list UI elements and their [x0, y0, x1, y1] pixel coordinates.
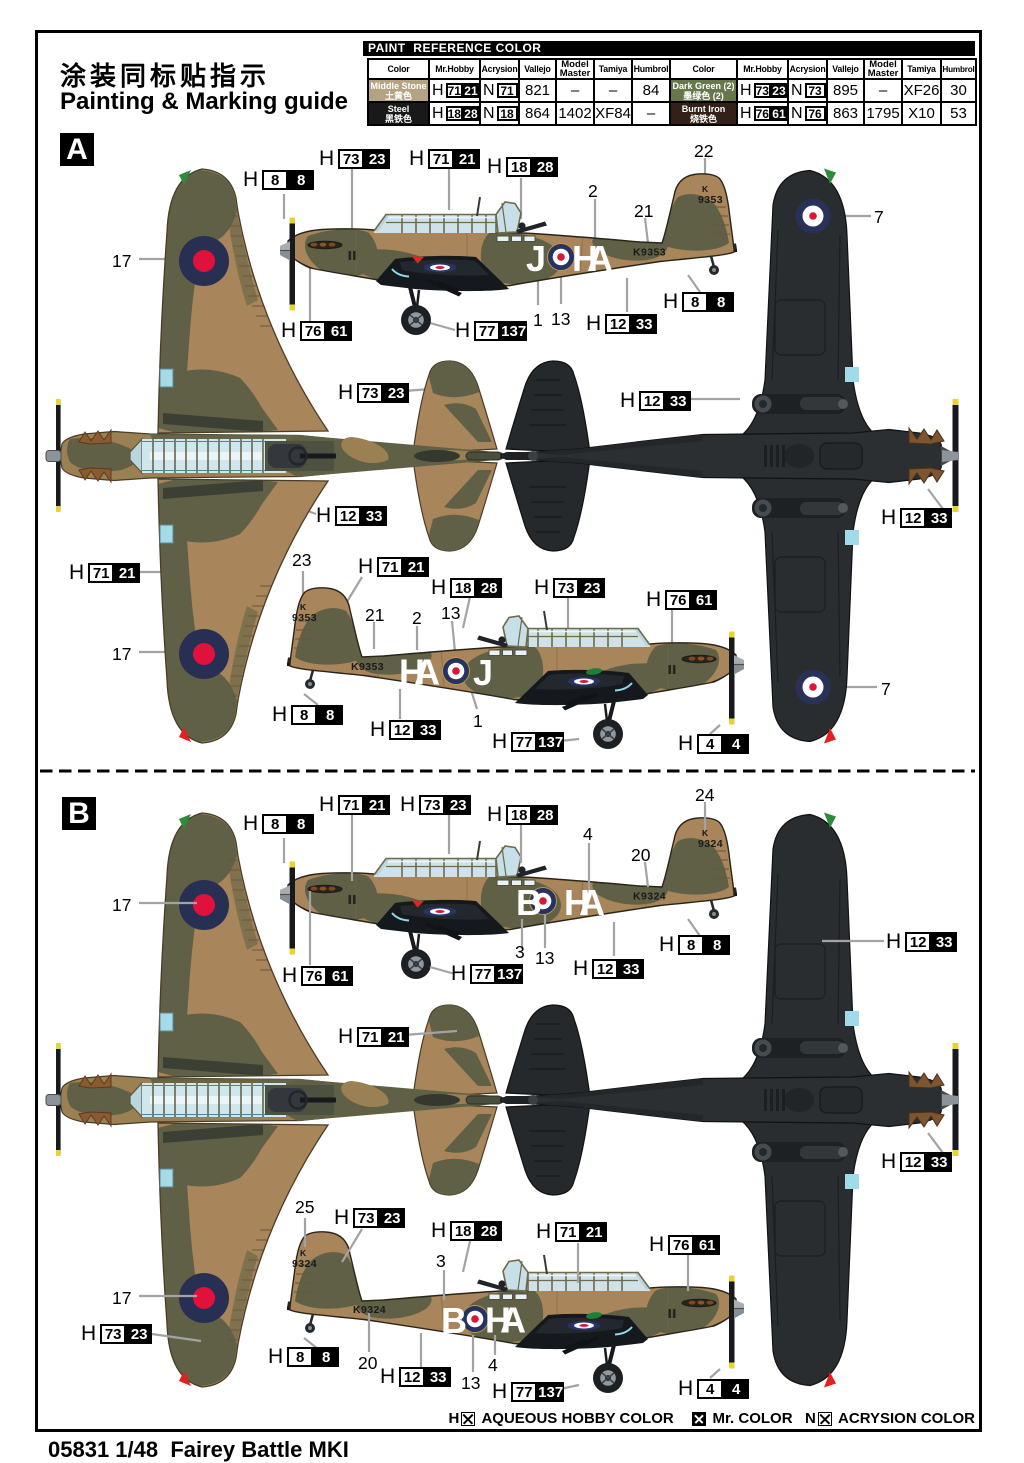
svg-text:K: K [702, 184, 709, 194]
svg-text:9324: 9324 [698, 838, 723, 850]
svg-text:K: K [300, 1248, 307, 1258]
svg-text:B: B [516, 882, 542, 923]
svg-text:B: B [441, 1300, 467, 1341]
svg-text:J: J [526, 238, 546, 279]
svg-text:HA: HA [572, 238, 613, 279]
svg-text:K9324: K9324 [353, 1304, 386, 1316]
svg-text:K9324: K9324 [633, 891, 666, 903]
svg-text:9324: 9324 [292, 1258, 317, 1270]
svg-text:9353: 9353 [698, 194, 723, 206]
svg-text:K: K [702, 828, 709, 838]
svg-text:K9353: K9353 [351, 661, 384, 673]
svg-text:HA: HA [485, 1300, 526, 1341]
svg-text:9353: 9353 [292, 612, 317, 624]
svg-text:J: J [473, 652, 493, 693]
svg-text:K: K [300, 602, 307, 612]
svg-text:K9353: K9353 [633, 247, 666, 259]
svg-text:HA: HA [564, 882, 605, 923]
svg-text:HA: HA [399, 652, 440, 693]
